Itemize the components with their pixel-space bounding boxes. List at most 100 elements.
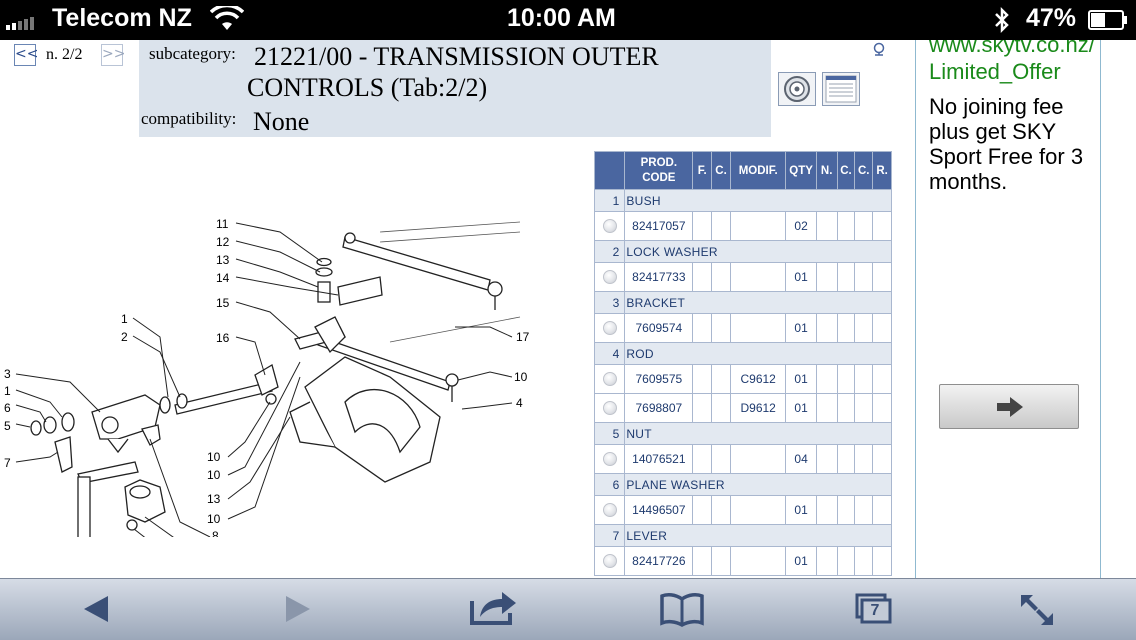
part-name: BUSH <box>625 190 891 211</box>
diagram-callout: 10 <box>207 512 221 526</box>
battery-icon <box>1088 10 1128 30</box>
tabs-button[interactable] <box>841 579 911 640</box>
diagram-callout: 8 <box>212 529 219 537</box>
table-row[interactable]: 7609575 C9612 01 <box>595 365 891 393</box>
diagram-callout: 15 <box>216 296 230 310</box>
browser-toolbar <box>0 578 1136 640</box>
select-radio[interactable] <box>602 321 617 336</box>
ad-next-button[interactable] <box>939 384 1079 429</box>
zoom-tool-icon[interactable] <box>868 40 890 56</box>
header-c3: C. <box>855 152 873 189</box>
battery-percent: 47% <box>1026 4 1077 32</box>
table-row[interactable]: 7609574 01 <box>595 314 891 342</box>
select-radio[interactable] <box>602 554 617 569</box>
share-icon <box>470 592 516 625</box>
part-group-row: 4 ROD <box>595 343 891 364</box>
part-name: PLANE WASHER <box>625 474 891 495</box>
back-button[interactable] <box>62 579 132 640</box>
diagram-callout: 6 <box>4 401 11 415</box>
part-name: NUT <box>625 423 891 444</box>
previous-page-button[interactable]: << <box>14 44 38 66</box>
wheel-thumbnail-button[interactable] <box>778 72 816 106</box>
table-row[interactable]: 82417726 01 <box>595 547 891 575</box>
modif-value <box>730 314 786 342</box>
status-bar: Telecom NZ 10:00 AM 47% <box>0 0 1136 40</box>
part-number: 5 <box>595 423 625 444</box>
diagram-callout: 13 <box>207 492 221 506</box>
diagram-callout: 3 <box>4 367 11 381</box>
forward-button[interactable] <box>262 579 332 640</box>
prod-code: 7698807 <box>625 394 693 422</box>
ad-link[interactable]: www.skytv.co.nz/Limited_Offer <box>929 40 1095 84</box>
qty-value: 01 <box>786 394 816 422</box>
part-number: 4 <box>595 343 625 364</box>
carrier-name: Telecom NZ <box>52 4 192 32</box>
header-modif: MODIF. <box>730 152 786 189</box>
header-select <box>595 152 625 189</box>
part-number: 1 <box>595 190 625 211</box>
table-row[interactable]: 82417733 01 <box>595 263 891 291</box>
ad-text: No joining fee plus get SKY Sport Free f… <box>929 94 1084 194</box>
qty-value: 01 <box>786 314 816 342</box>
clock: 10:00 AM <box>507 4 616 32</box>
fullscreen-button[interactable] <box>1002 579 1072 640</box>
list-icon <box>825 75 857 103</box>
arrow-right-icon <box>997 397 1023 417</box>
qty-value: 02 <box>786 212 816 240</box>
table-row[interactable]: 14076521 04 <box>595 445 891 473</box>
header-n: N. <box>816 152 837 189</box>
table-row[interactable]: 82417057 02 <box>595 212 891 240</box>
select-radio[interactable] <box>602 219 617 234</box>
prod-code: 82417057 <box>625 212 693 240</box>
part-group-row: 7 LEVER <box>595 525 891 546</box>
select-radio[interactable] <box>602 401 617 416</box>
select-radio[interactable] <box>602 270 617 285</box>
part-name: BRACKET <box>625 292 891 313</box>
wifi-icon <box>210 6 244 30</box>
fullscreen-icon <box>1021 595 1053 625</box>
compatibility-value: None <box>253 107 310 136</box>
table-row[interactable]: 14496507 01 <box>595 496 891 524</box>
qty-value: 01 <box>786 496 816 524</box>
diagram-callout: 11 <box>216 217 229 231</box>
share-button[interactable] <box>458 579 528 640</box>
part-number: 7 <box>595 525 625 546</box>
compatibility-label: compatibility: <box>141 109 237 128</box>
parts-table: PROD. CODE F. C. MODIF. QTY N. C. C. R. … <box>594 151 892 576</box>
diagram-callout: 10 <box>207 450 221 464</box>
part-group-row: 3 BRACKET <box>595 292 891 313</box>
prod-code: 14076521 <box>625 445 693 473</box>
qty-value: 01 <box>786 263 816 291</box>
web-page[interactable]: << n. 2/2 >> subcategory: 21221/00 - TRA… <box>0 40 1136 578</box>
prod-code: 14496507 <box>625 496 693 524</box>
select-radio[interactable] <box>602 452 617 467</box>
modif-value <box>730 547 786 575</box>
select-radio[interactable] <box>602 372 617 387</box>
diagram-callout: 13 <box>216 253 230 267</box>
list-thumbnail-button[interactable] <box>822 72 860 106</box>
subcategory-label: subcategory: <box>149 44 236 63</box>
header-c: C. <box>712 152 730 189</box>
bookmarks-icon <box>660 593 704 628</box>
subcategory-title-line1: 21221/00 - TRANSMISSION OUTER <box>254 42 659 71</box>
modif-value <box>730 496 786 524</box>
forward-arrow-icon <box>286 596 310 622</box>
header-qty: QTY <box>786 152 816 189</box>
prod-code: 82417726 <box>625 547 693 575</box>
next-page-button[interactable]: >> <box>101 44 125 66</box>
part-name: LEVER <box>625 525 891 546</box>
part-name: LOCK WASHER <box>625 241 891 262</box>
diagram-callout: 12 <box>216 235 230 249</box>
subcategory-panel: subcategory: 21221/00 - TRANSMISSION OUT… <box>139 40 771 137</box>
bookmarks-button[interactable] <box>647 579 717 640</box>
subcategory-title-line2: CONTROLS (Tab:2/2) <box>247 73 488 102</box>
diagram-callout: 16 <box>216 331 230 345</box>
page-indicator: n. 2/2 <box>46 46 83 63</box>
open-tabs-count: 7 <box>870 602 880 619</box>
prod-code: 82417733 <box>625 263 693 291</box>
diagram-callout: 1 <box>121 312 128 326</box>
qty-value: 01 <box>786 547 816 575</box>
qty-value: 04 <box>786 445 816 473</box>
select-radio[interactable] <box>602 503 617 518</box>
table-row[interactable]: 7698807 D9612 01 <box>595 394 891 422</box>
